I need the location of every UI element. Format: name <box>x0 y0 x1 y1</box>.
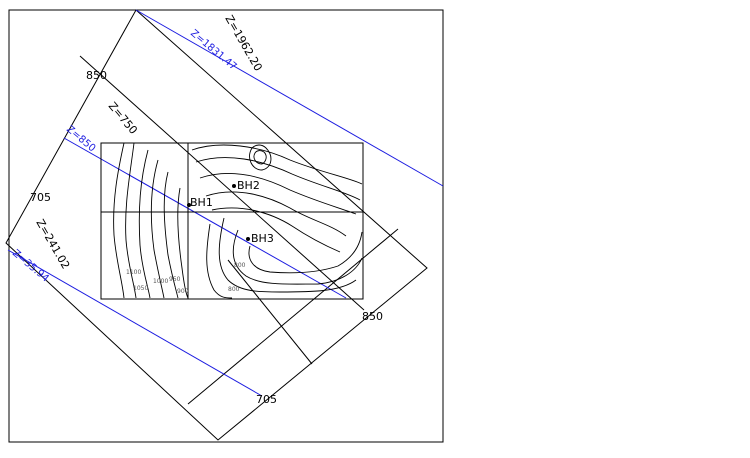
section-label-z35: Z=35.94 <box>10 248 51 285</box>
borehole-bh2-marker <box>232 184 236 188</box>
contour-label-7: 800 <box>228 286 240 293</box>
section-label-z1831: Z=1831.47 <box>188 28 238 73</box>
axis-label-top-850: 850 <box>86 69 107 82</box>
contour-label-2: 1050 <box>133 285 148 292</box>
contour-label-3: 1000 <box>153 278 168 285</box>
borehole-bh2-label: BH2 <box>237 179 260 192</box>
contour-lines <box>113 142 363 299</box>
section-line-middle <box>63 137 347 299</box>
axis-label-right-850: 850 <box>362 310 383 323</box>
borehole-bh1-marker <box>187 203 191 207</box>
rotated-block-outline <box>5 9 428 441</box>
section-line-lower <box>7 249 263 397</box>
section-label-z850: Z=850 <box>64 124 97 154</box>
section-line-upper <box>135 9 444 187</box>
contour-label-4: 950 <box>169 276 181 283</box>
contour-label-5: 900 <box>177 288 189 295</box>
contour-label-6: 800 <box>234 262 246 269</box>
borehole-bh3-label: BH3 <box>251 232 274 245</box>
axis-label-left-705: 705 <box>30 191 51 204</box>
contour-map-frame <box>100 142 364 300</box>
rotated-block-divider-3 <box>227 259 313 365</box>
contour-label-1: 1100 <box>126 269 141 276</box>
axis-label-bottom-705: 705 <box>256 393 277 406</box>
section-label-z241: Z=241.02 <box>33 217 72 271</box>
outer-frame <box>8 9 444 443</box>
borehole-bh3-marker <box>246 237 250 241</box>
rotated-block-divider-1 <box>79 55 365 311</box>
borehole-bh1-label: BH1 <box>190 196 213 209</box>
